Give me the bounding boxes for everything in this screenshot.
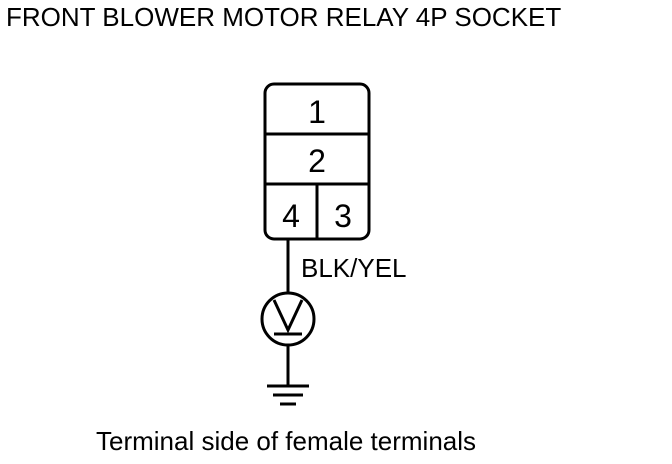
- diagram-caption: Terminal side of female terminals: [96, 426, 477, 456]
- terminal-4-label: 4: [282, 198, 300, 234]
- voltmeter-v-glyph: [272, 299, 304, 334]
- terminal-1-label: 1: [308, 94, 326, 130]
- diagram-title: FRONT BLOWER MOTOR RELAY 4P SOCKET: [6, 2, 562, 32]
- voltmeter-icon: [260, 291, 316, 347]
- ground-icon: [267, 384, 309, 406]
- wire-color-label: BLK/YEL: [301, 253, 407, 283]
- terminal-2-label: 2: [308, 143, 326, 179]
- terminal-3-label: 3: [334, 198, 352, 234]
- voltmeter-circle: [260, 291, 316, 347]
- connector-4p-socket: 1 2 4 3: [263, 82, 371, 241]
